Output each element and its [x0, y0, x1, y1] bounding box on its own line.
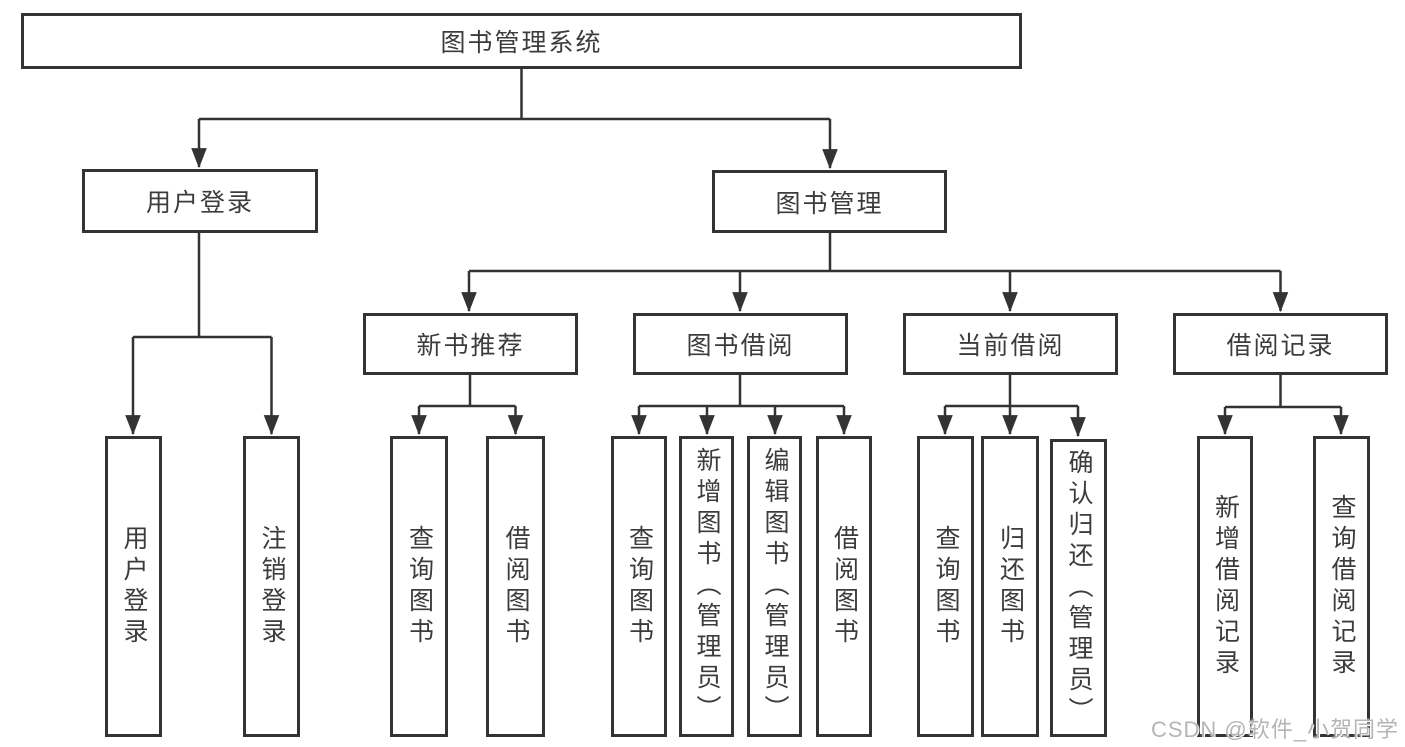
node-borrow-edit-label: 编辑图书（管理员） [761, 447, 789, 726]
node-book-borrow: 图书借阅 [633, 313, 848, 375]
node-borrow-query: 查询图书 [611, 436, 667, 737]
node-current-query-label: 查询图书 [932, 524, 960, 649]
node-borrow-add: 新增图书（管理员） [679, 436, 734, 737]
node-newbook-borrow: 借阅图书 [486, 436, 545, 737]
csdn-watermark: CSDN @软件_小贺同学 [1150, 717, 1399, 742]
node-current-borrow: 当前借阅 [903, 313, 1118, 375]
node-new-book-rec-label: 新书推荐 [416, 332, 525, 360]
node-borrow-query-label: 查询图书 [625, 524, 654, 649]
node-current-borrow-label: 当前借阅 [956, 332, 1065, 360]
node-root-label: 图书管理系统 [440, 29, 603, 57]
node-current-confirm-label: 确认归还（管理员） [1065, 448, 1093, 728]
node-record-query: 查询借阅记录 [1313, 436, 1370, 737]
node-root: 图书管理系统 [21, 13, 1022, 69]
node-new-book-rec: 新书推荐 [363, 313, 578, 375]
node-borrow-record-label: 借阅记录 [1226, 332, 1335, 360]
node-borrow-do-label: 借阅图书 [830, 524, 859, 649]
node-newbook-query-label: 查询图书 [405, 524, 434, 649]
node-login-logout: 注销登录 [243, 436, 300, 737]
node-book-mgmt-label: 图书管理 [775, 189, 884, 218]
node-current-return: 归还图书 [981, 436, 1039, 737]
node-current-return-label: 归还图书 [996, 524, 1025, 649]
node-book-borrow-label: 图书借阅 [686, 332, 795, 360]
node-record-add-label: 新增借阅记录 [1211, 493, 1240, 680]
node-borrow-record: 借阅记录 [1173, 313, 1388, 375]
node-borrow-add-label: 新增图书（管理员） [693, 447, 721, 726]
node-current-query: 查询图书 [917, 436, 974, 737]
node-borrow-edit: 编辑图书（管理员） [747, 436, 802, 737]
node-login-logout-label: 注销登录 [258, 524, 286, 649]
node-current-confirm: 确认归还（管理员） [1050, 439, 1107, 737]
node-record-add: 新增借阅记录 [1197, 436, 1253, 737]
node-login-user: 用户登录 [105, 436, 162, 737]
node-book-mgmt: 图书管理 [712, 170, 947, 233]
node-newbook-borrow-label: 借阅图书 [502, 524, 530, 649]
node-record-query-label: 查询借阅记录 [1328, 493, 1356, 680]
node-user-login: 用户登录 [82, 169, 318, 233]
node-newbook-query: 查询图书 [390, 436, 448, 737]
node-borrow-do: 借阅图书 [816, 436, 872, 737]
node-user-login-label: 用户登录 [145, 189, 254, 217]
node-login-user-label: 用户登录 [120, 524, 148, 649]
